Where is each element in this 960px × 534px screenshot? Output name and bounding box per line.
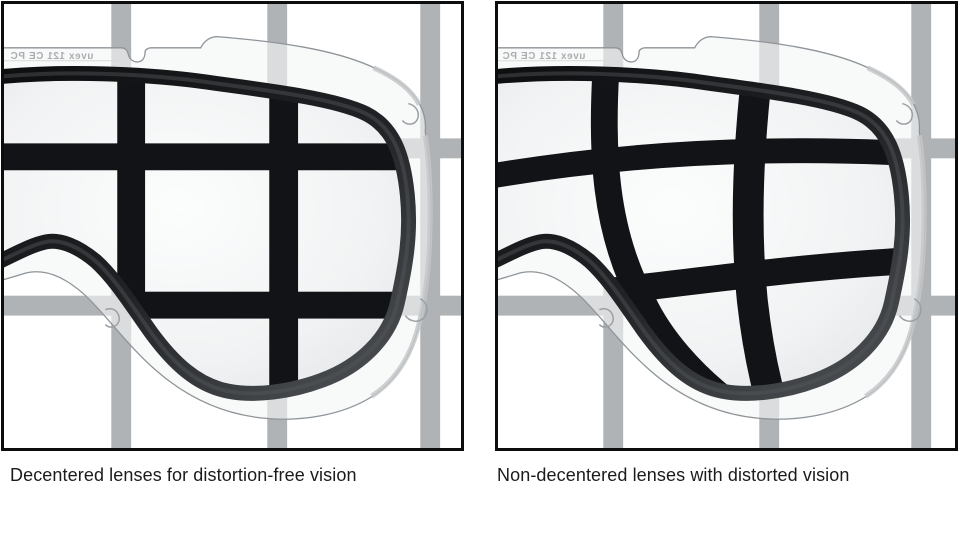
panel-non-decentered-lens: uvex 121 CE PC: [495, 1, 958, 451]
lens-marking-text: uvex 121 CE PC: [10, 51, 93, 62]
flange-edge-shading: [864, 65, 927, 399]
lens-interior: [498, 73, 903, 394]
caption-decentered: Decentered lenses for distortion-free vi…: [10, 465, 357, 485]
caption-non-decentered: Non-decentered lenses with distorted vis…: [497, 465, 850, 485]
flange-hook-top: [401, 102, 420, 125]
flange-hook-bottom: [404, 298, 428, 322]
goggle-lens-photo-non-decentered: uvex 121 CE PC: [498, 4, 955, 448]
flange-edge-shading: [370, 65, 433, 399]
lens-frame-band: [498, 65, 911, 401]
flange-hook-bottom: [898, 298, 922, 322]
goggle-lens-photo-decentered: uvex 121 CE PC: [4, 4, 461, 448]
lens-frame-band: [4, 65, 417, 401]
flange-hook-top: [895, 102, 914, 125]
lens-marking-text: uvex 121 CE PC: [502, 51, 585, 62]
lens-interior: [4, 73, 409, 394]
panel-decentered-lens: uvex 121 CE PC: [1, 1, 464, 451]
flange-hook-nose: [598, 308, 614, 328]
flange-hook-nose: [104, 308, 120, 328]
